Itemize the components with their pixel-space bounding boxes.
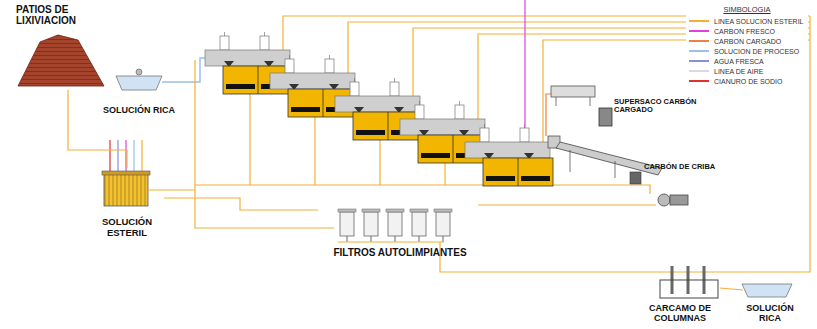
carbon-column xyxy=(465,40,810,186)
process-unit: SOLUCIÓN ESTERIL xyxy=(90,168,164,238)
legend-text: AGUA FRESCA xyxy=(714,58,764,65)
sump xyxy=(660,280,718,298)
legend-row: CIANURO DE SODIO xyxy=(689,76,805,86)
process-unit: FILTROS AUTOLIMPIANTES xyxy=(318,206,482,258)
screen-bin xyxy=(630,172,641,184)
process-unit: CARCAMO DE COLUMNAS xyxy=(640,276,720,324)
legend-swatch xyxy=(689,30,709,32)
legend-title: SIMBOLOGIA xyxy=(689,5,805,14)
carbon-column xyxy=(335,28,810,185)
heap-leach-pad xyxy=(18,35,104,86)
carbon-columns xyxy=(205,16,810,186)
legend-text: CARBON CARGADO xyxy=(714,38,781,45)
process-unit: SOLUCIÓN RICA xyxy=(94,66,184,116)
unit-label: CARBÓN DE CRIBA xyxy=(644,163,724,171)
pump-symbol xyxy=(136,69,142,75)
legend-row: AGUA FRESCA xyxy=(689,56,805,66)
legend-text: CARBON FRESCO xyxy=(714,28,775,35)
barren-solution-line xyxy=(68,90,127,168)
legend-text: LINEA DE AIRE xyxy=(714,68,763,75)
pond xyxy=(742,284,792,297)
self-cleaning-filters xyxy=(338,209,452,242)
legend-text: LINEA SOLUCION ESTERIL xyxy=(714,18,803,25)
legend-swatch xyxy=(689,70,709,72)
carbon-column xyxy=(205,16,810,185)
legend-row: LINEA DE AIRE xyxy=(689,66,805,76)
cyanide-line xyxy=(109,140,110,174)
screen-leg xyxy=(556,97,557,106)
fresh-water-line xyxy=(117,140,118,174)
pump xyxy=(658,194,670,206)
barren-tank xyxy=(104,174,148,206)
process-unit: PATIOS DE LIXIVIACION xyxy=(12,4,108,90)
barren-solution-line xyxy=(720,288,743,290)
process-unit: SUPERSACO CARBÓN CARGADO xyxy=(596,98,702,128)
unit-label: SUPERSACO CARBÓN CARGADO xyxy=(614,98,702,115)
unit-label: SOLUCIÓN RICA xyxy=(735,304,805,324)
legend-row: CARBON CARGADO xyxy=(689,36,805,46)
legend-swatch xyxy=(689,20,709,22)
legend-row: LINEA SOLUCION ESTERIL xyxy=(689,16,805,26)
barren-solution-line xyxy=(164,198,318,210)
unit-label: PATIOS DE LIXIVIACION xyxy=(16,4,108,26)
legend-row: CARBON FRESCO xyxy=(689,26,805,36)
process-unit: CARBÓN DE CRIBA xyxy=(626,163,724,185)
unit-label: SOLUCIÓN ESTERIL xyxy=(90,217,164,238)
unit-label: CARCAMO DE COLUMNAS xyxy=(640,304,720,324)
screen-leg xyxy=(570,150,571,172)
unit-label: SOLUCIÓN RICA xyxy=(94,106,184,116)
unit-label: FILTROS AUTOLIMPIANTES xyxy=(318,247,482,258)
carbon-screen xyxy=(551,86,595,97)
legend-text: SOLUCION DE PROCESO xyxy=(714,48,799,55)
legend-swatch xyxy=(689,80,709,82)
tank-cap xyxy=(102,171,150,175)
fresh-carbon-line xyxy=(524,0,525,128)
legend-row: SOLUCION DE PROCESO xyxy=(689,46,805,56)
legend-box: SIMBOLOGIA LINEA SOLUCION ESTERIL CARBON F… xyxy=(686,3,808,88)
barren-line xyxy=(141,140,142,174)
screen-leg xyxy=(615,161,616,178)
pond xyxy=(116,76,162,90)
air-line xyxy=(133,140,134,174)
legend-swatch xyxy=(689,50,709,52)
loaded-carbon-line xyxy=(546,94,551,136)
super-sack xyxy=(599,108,612,126)
pump-motor xyxy=(670,195,688,205)
legend-swatch xyxy=(689,60,709,62)
legend-swatch xyxy=(689,40,709,42)
process-unit: SOLUCIÓN RICA xyxy=(735,280,805,324)
screen-leg xyxy=(590,97,591,106)
legend-text: CIANURO DE SODIO xyxy=(714,78,782,85)
